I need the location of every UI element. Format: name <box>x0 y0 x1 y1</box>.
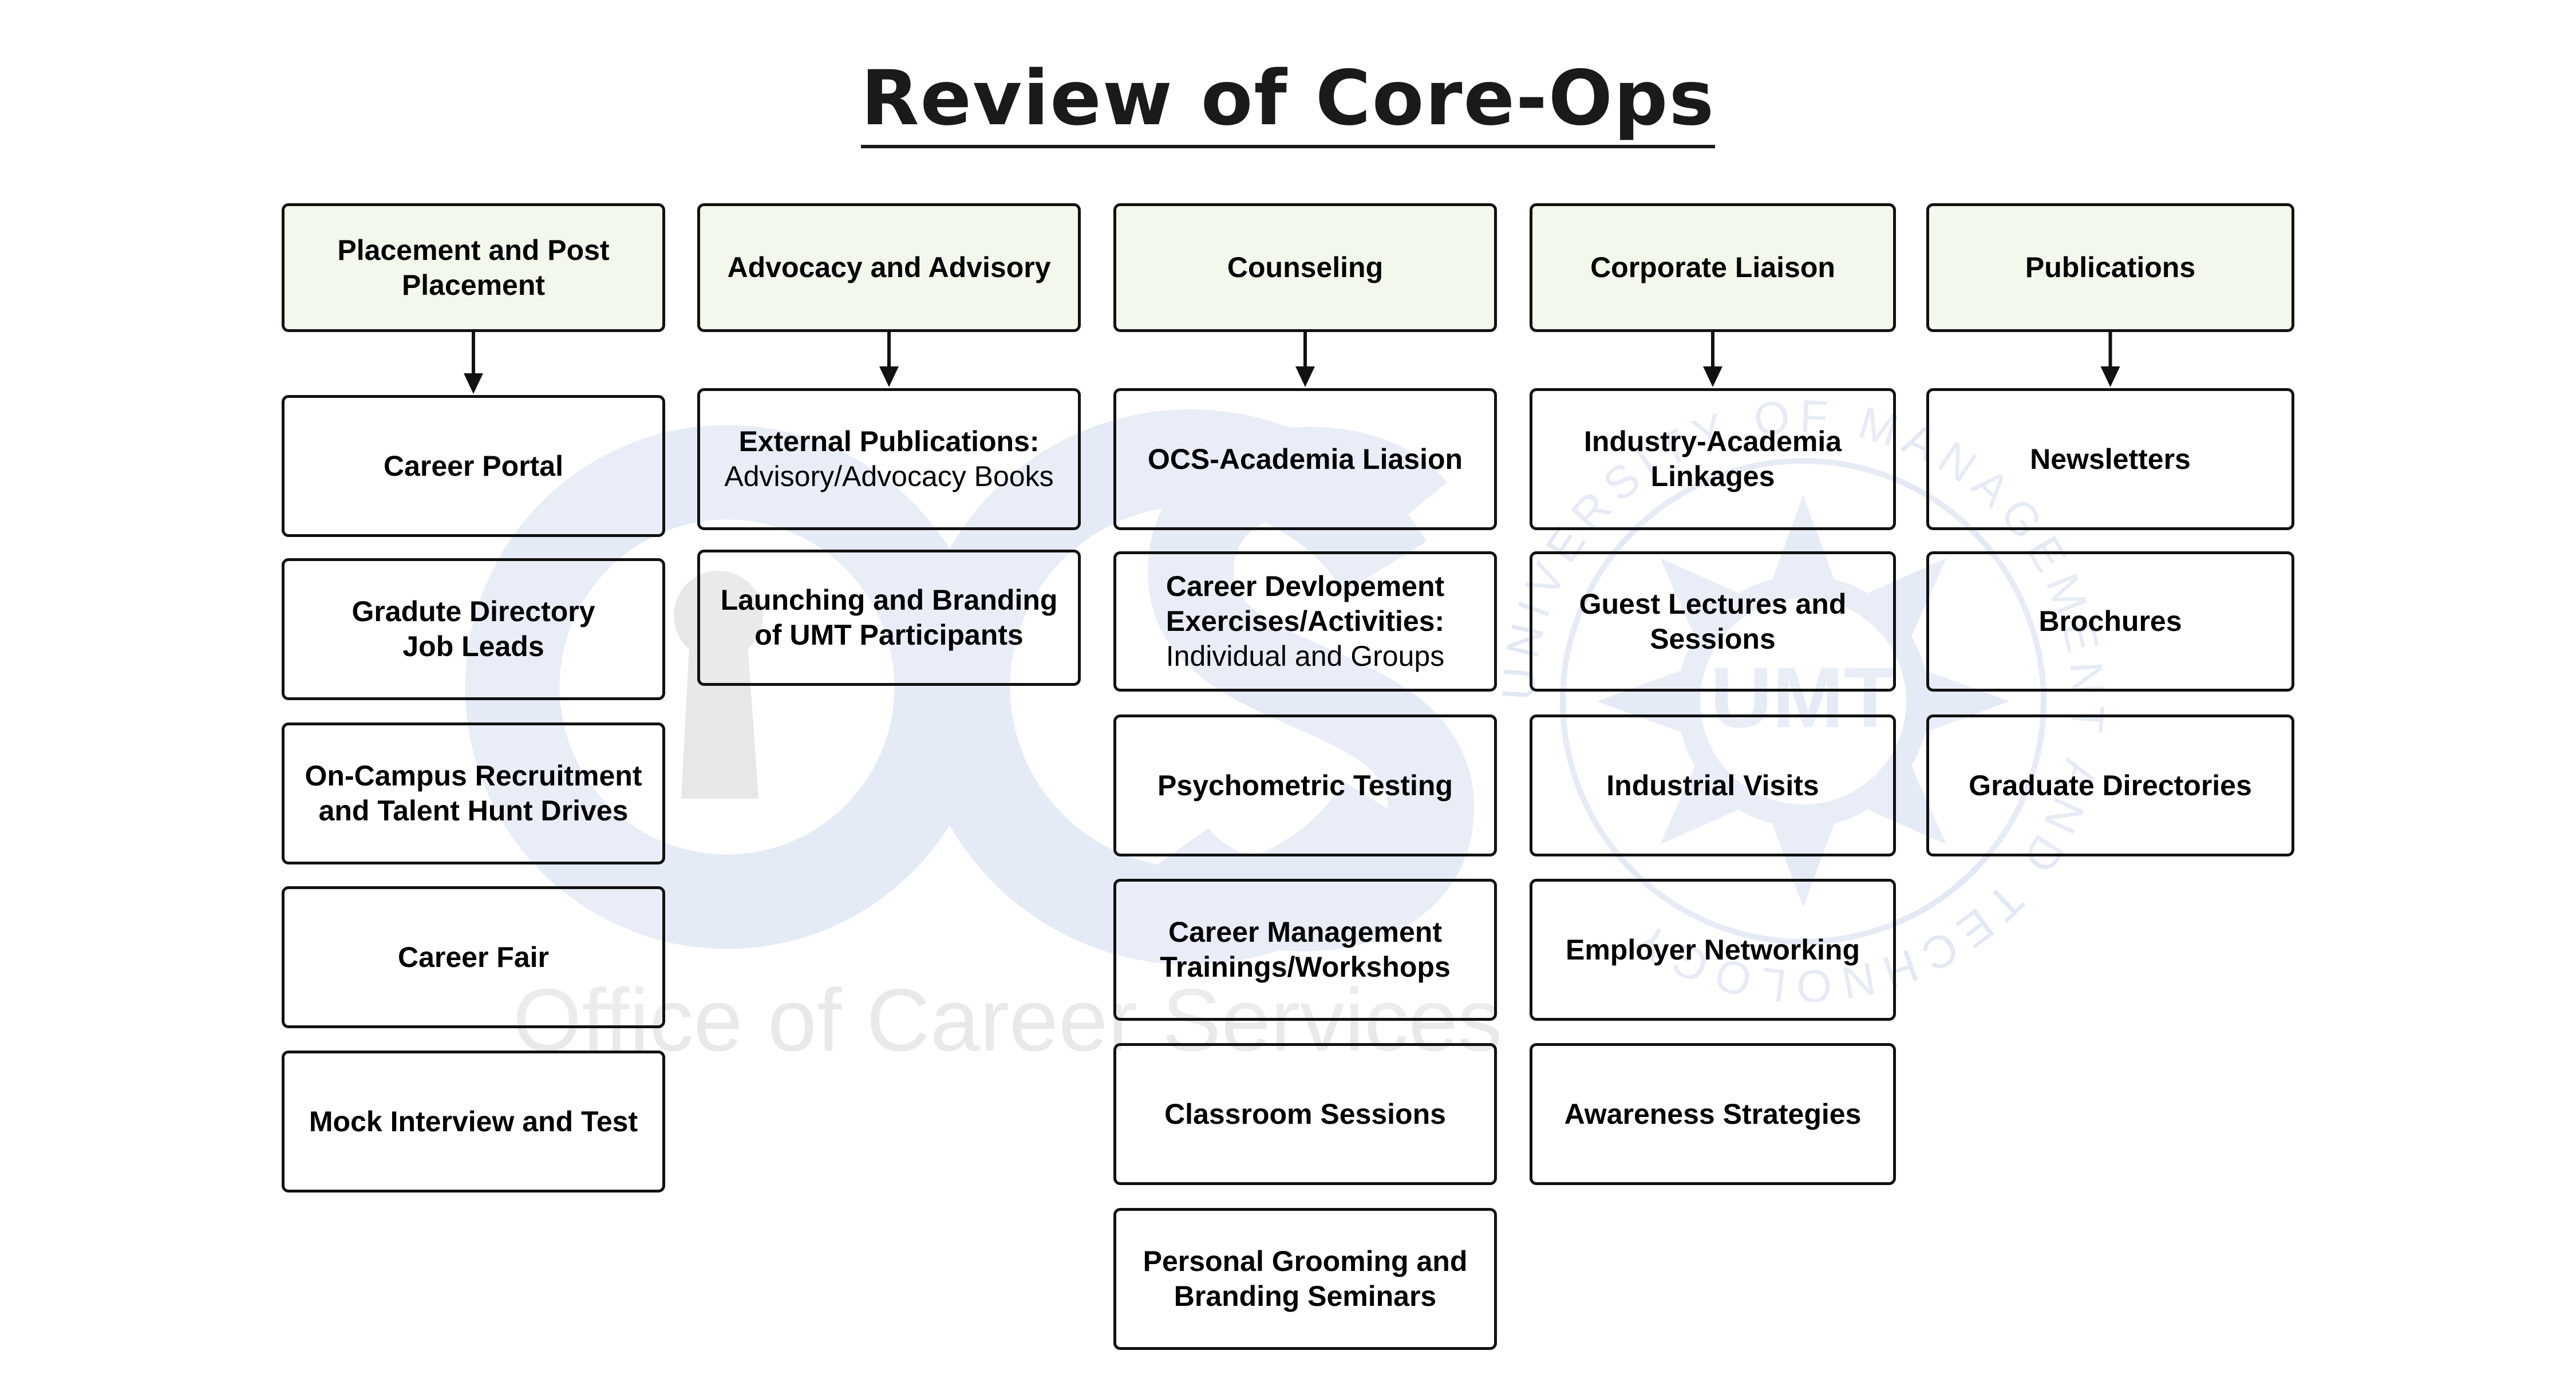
column-2-item-5-label: Personal Grooming and <box>1143 1245 1468 1277</box>
keyhole-stem <box>681 635 758 799</box>
arrowhead-icon <box>879 366 899 387</box>
column-header-4-label: Publications <box>2025 251 2196 283</box>
column-2-item-4: Classroom Sessions <box>1113 1043 1497 1185</box>
column-0-item-4: Mock Interview and Test <box>282 1051 665 1193</box>
arrowhead-icon <box>2100 366 2120 387</box>
column-2-item-1-label: Individual and Groups <box>1165 640 1445 672</box>
page-title: Review of Core-Ops <box>0 54 2576 148</box>
column-2-item-1-label: Exercises/Activities: <box>1165 605 1445 637</box>
column-4-item-0-label: Newsletters <box>2030 443 2191 475</box>
seal-center-text: UMT <box>1710 649 1897 745</box>
column-0-item-2-label: On-Campus Recruitment <box>305 760 642 792</box>
arrowhead-icon <box>464 373 483 394</box>
column-4-item-2: Graduate Directories <box>1926 714 2294 856</box>
column-header-3-label: Corporate Liaison <box>1590 251 1835 283</box>
column-3-item-2-label: Industrial Visits <box>1606 769 1819 802</box>
column-header-4: Publications <box>1926 203 2294 332</box>
column-3-item-1-label: Sessions <box>1650 622 1776 655</box>
column-3-item-4: Awareness Strategies <box>1530 1043 1896 1185</box>
column-3-item-2: Industrial Visits <box>1530 714 1896 856</box>
column-header-1: Advocacy and Advisory <box>697 203 1081 332</box>
column-2-item-3-label: Career Management <box>1168 916 1442 948</box>
column-3-item-0-label: Industry-Academia <box>1583 425 1842 457</box>
column-header-2-label: Counseling <box>1227 251 1384 283</box>
column-2-item-2: Psychometric Testing <box>1113 714 1497 856</box>
column-2-item-5-label: Branding Seminars <box>1174 1280 1437 1312</box>
column-1-item-0-label: Advisory/Advocacy Books <box>724 460 1054 492</box>
column-0-item-1-label: Gradute Directory <box>351 595 595 627</box>
column-header-3: Corporate Liaison <box>1530 203 1896 332</box>
column-0-item-0: Career Portal <box>282 395 665 537</box>
column-4-item-2-label: Graduate Directories <box>1969 769 2252 802</box>
column-1-item-0: External Publications:Advisory/Advocacy … <box>697 388 1081 530</box>
column-1-item-1-label: Launching and Branding <box>720 584 1058 616</box>
column-1-item-1-label: of UMT Participants <box>754 619 1024 651</box>
column-0-item-3-label: Career Fair <box>397 941 550 973</box>
column-3-item-3-label: Employer Networking <box>1566 933 1860 966</box>
arrowhead-icon <box>1703 366 1722 387</box>
column-3-item-4-label: Awareness Strategies <box>1564 1097 1862 1130</box>
column-0-item-2-label: and Talent Hunt Drives <box>318 795 629 827</box>
column-header-0-label: Placement <box>401 269 546 301</box>
column-0-item-3: Career Fair <box>282 886 665 1028</box>
column-2-item-2-label: Psychometric Testing <box>1157 769 1453 802</box>
column-4-item-1: Brochures <box>1926 551 2294 692</box>
column-header-2: Counseling <box>1113 203 1497 332</box>
column-4-item-1-label: Brochures <box>2038 605 2182 637</box>
column-header-0-label: Placement and Post <box>337 234 610 266</box>
column-2-item-0: OCS-Academia Liasion <box>1113 388 1497 530</box>
column-2-item-4-label: Classroom Sessions <box>1164 1097 1446 1130</box>
column-3-item-1-label: Guest Lectures and <box>1579 587 1847 620</box>
column-1-item-0-label: External Publications: <box>738 425 1040 457</box>
column-2-item-0-label: OCS-Academia Liasion <box>1147 443 1463 475</box>
column-header-1-label: Advocacy and Advisory <box>727 251 1051 283</box>
column-0-item-0-label: Career Portal <box>383 449 564 482</box>
watermark-letter-s <box>1139 427 1475 951</box>
column-3-item-0-label: Linkages <box>1650 460 1775 492</box>
column-3-item-3: Employer Networking <box>1530 879 1896 1021</box>
arrowhead-icon <box>1295 366 1315 387</box>
umt-seal-icon: UMT UNIVERSITY OF MANAGEMENT AND TECHNOL… <box>1492 390 2106 1012</box>
column-2-item-1-label: Career Devlopement <box>1165 570 1445 602</box>
column-2-item-3-label: Trainings/Workshops <box>1160 951 1451 983</box>
column-0-item-4-label: Mock Interview and Test <box>309 1105 638 1138</box>
column-4-item-0: Newsletters <box>1926 388 2294 530</box>
column-0-item-1-label: Job Leads <box>402 630 544 662</box>
